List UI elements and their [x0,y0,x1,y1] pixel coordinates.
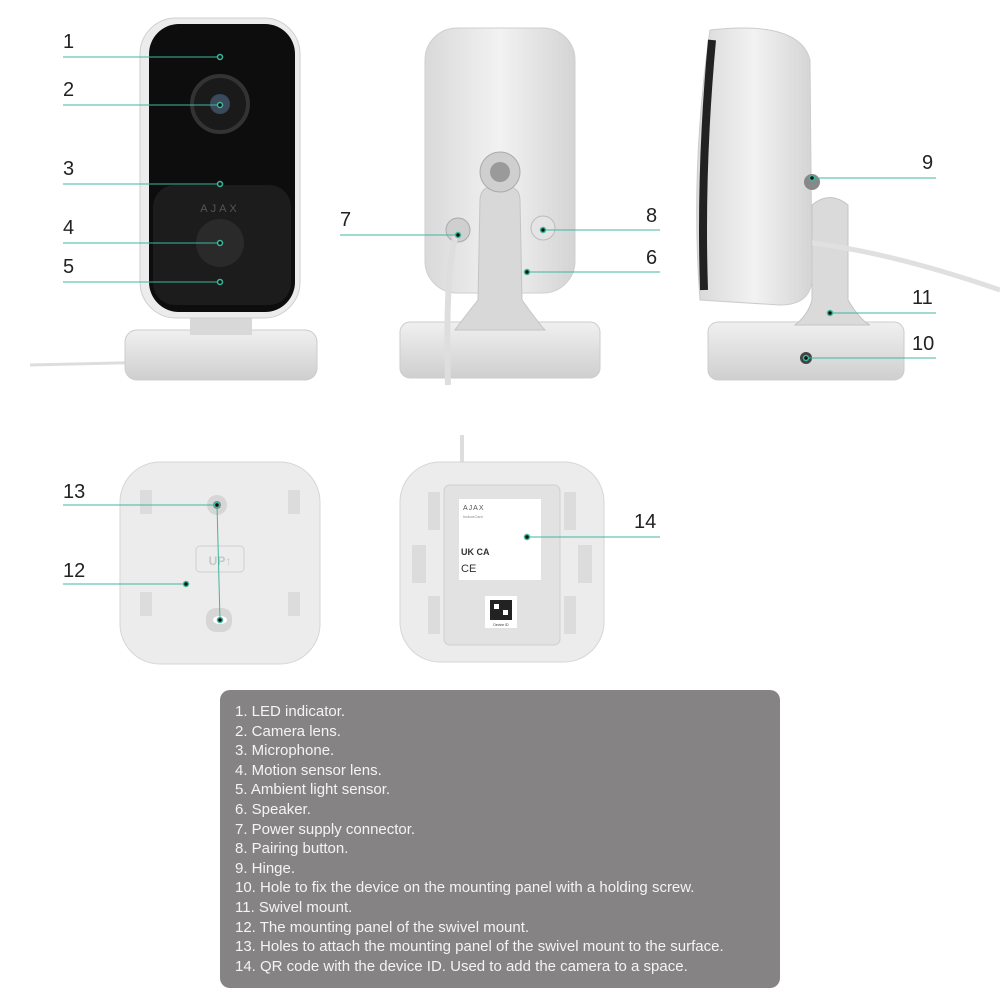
legend-item: 14. QR code with the device ID. Used to … [235,957,688,975]
up-mark: UP↑ [209,554,232,568]
legend-item: 4. Motion sensor lens. [235,761,382,779]
sticker-ce: CE [461,563,476,575]
callout-12: 12 [63,560,86,582]
base-bottom-view: AJAX IndoorCam UK CA CE Device ID [399,435,605,663]
qr-caption: Device ID [493,623,509,627]
callout-7: 7 [340,209,352,231]
callout-4: 4 [63,217,75,239]
sticker-logo: AJAX [463,505,485,512]
side-view [696,27,1000,381]
callout-2: 2 [63,79,75,101]
legend-item: 9. Hinge. [235,859,296,877]
legend-item: 7. Power supply connector. [235,820,416,838]
callout-11: 11 [912,287,933,309]
legend-item: 11. Swivel mount. [235,898,353,916]
legend-item: 10. Hole to fix the device on the mounti… [235,879,695,897]
callout-5: 5 [63,256,75,278]
legend-item: 12. The mounting panel of the swivel mou… [235,918,530,936]
front-logo: AJAX [200,203,240,215]
sticker-ukca: UK CA [461,547,490,557]
sticker-model: IndoorCam [463,514,483,519]
callout-14: 14 [634,511,657,533]
callout-6: 6 [646,247,658,269]
callout-9: 9 [922,152,934,174]
legend-item: 8. Pairing button. [235,840,349,858]
callout-3: 3 [63,158,75,180]
legend-item: 3. Microphone. [235,742,335,760]
callout-10: 10 [912,333,935,355]
callout-1: 1 [63,31,75,53]
legend-item: 5. Ambient light sensor. [235,781,391,799]
callout-lines [63,56,936,621]
callout-13: 13 [63,481,86,503]
mounting-panel-view: UP↑ [119,461,321,665]
callout-dots [182,53,834,624]
legend-item: 6. Speaker. [235,800,311,818]
callout-8: 8 [646,205,658,227]
legend-item: 1. LED indicator. [235,703,346,720]
back-view [399,27,601,386]
front-view: AJAX [29,17,318,381]
legend-item: 13. Holes to attach the mounting panel o… [235,938,724,956]
legend-box: 1. LED indicator. 2. Camera lens. 3. Mic… [220,690,780,988]
legend-item: 2. Camera lens. [235,722,341,740]
